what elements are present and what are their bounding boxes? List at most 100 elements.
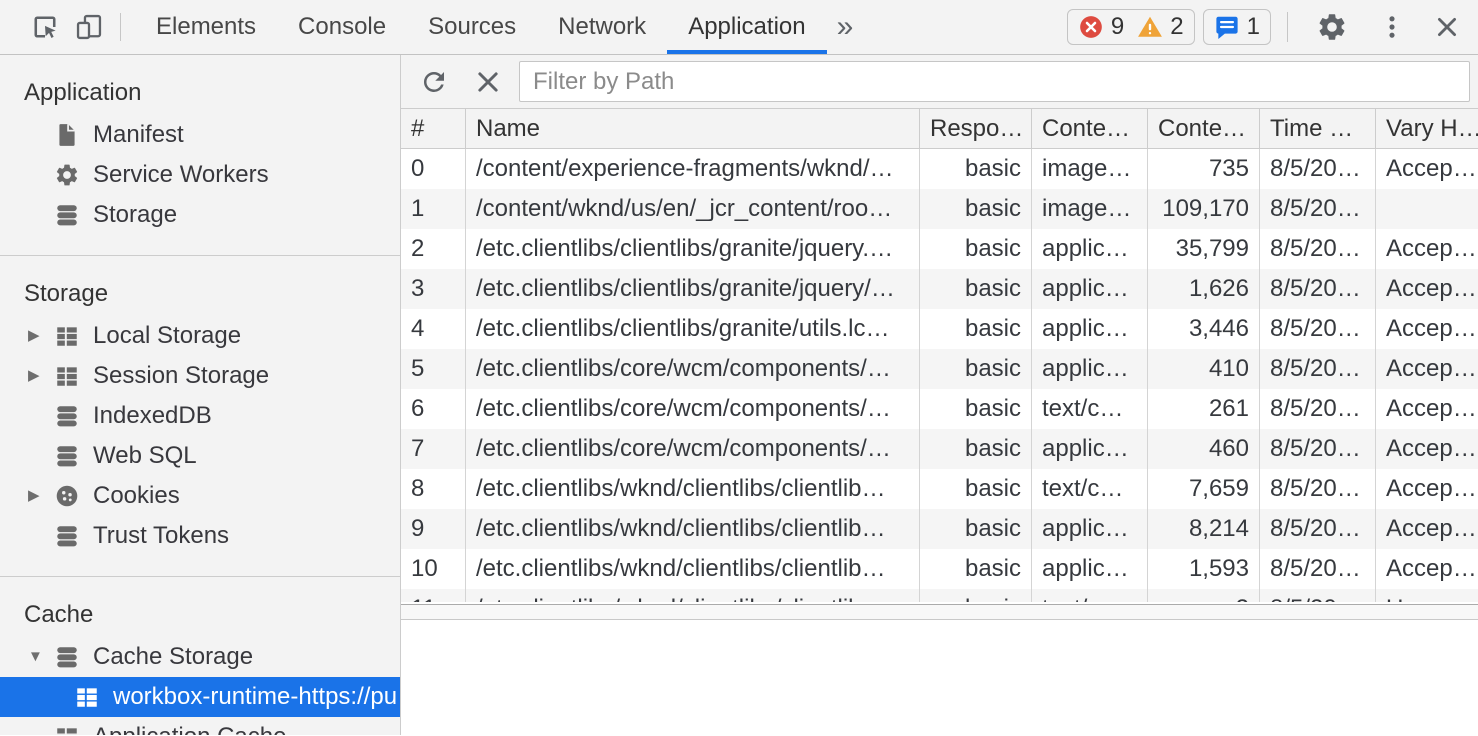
- tab-sources[interactable]: Sources: [428, 13, 517, 40]
- column-header-respo[interactable]: Respo…: [920, 109, 1032, 148]
- inspect-element-icon[interactable]: [30, 12, 60, 42]
- table-row[interactable]: 3/etc.clientlibs/clientlibs/granite/jque…: [401, 269, 1478, 309]
- section-title: Application: [24, 79, 142, 106]
- table-cell: basic: [920, 429, 1032, 469]
- column-header-time[interactable]: Time …: [1260, 109, 1376, 148]
- sidebar-item-trust-tokens[interactable]: Trust Tokens: [0, 516, 400, 556]
- table-cell: basic: [920, 469, 1032, 509]
- sidebar-item-manifest[interactable]: Manifest: [0, 115, 400, 155]
- sidebar-item-cache-storage[interactable]: ▼Cache Storage: [0, 637, 400, 677]
- section-title: Cache: [24, 601, 94, 628]
- tab-console[interactable]: Console: [298, 13, 387, 40]
- table-cell: 4: [401, 309, 466, 349]
- table-cell: image…: [1032, 189, 1148, 229]
- table-cell: basic: [920, 229, 1032, 269]
- table-cell: basic: [920, 349, 1032, 389]
- table-row[interactable]: 11/etc.clientlibs/wknd/clientlibs/client…: [401, 589, 1478, 602]
- table-cell: basic: [920, 589, 1032, 602]
- table-row[interactable]: 6/etc.clientlibs/core/wcm/components/…ba…: [401, 389, 1478, 429]
- sidebar-item-application-cache[interactable]: Application Cache: [0, 717, 400, 735]
- table-body: 0/content/experience-fragments/wknd/…bas…: [401, 149, 1478, 602]
- filter-by-path-input[interactable]: [519, 61, 1470, 102]
- issues-count: 1: [1246, 13, 1260, 40]
- more-options-icon[interactable]: [1378, 13, 1406, 41]
- table-cell: 8/5/20…: [1260, 589, 1376, 602]
- table-cell: /etc.clientlibs/clientlibs/granite/jquer…: [466, 269, 920, 309]
- table-cell: Accep…: [1386, 315, 1477, 342]
- table-cell: 3,446: [1148, 309, 1260, 349]
- sidebar-item-session-storage[interactable]: ▶Session Storage: [0, 356, 400, 396]
- table-cell: Accep…: [1386, 435, 1477, 462]
- toolbar-separator: [120, 13, 121, 41]
- issues-badge[interactable]: 1: [1202, 9, 1271, 45]
- table-cell: 8/5/20…: [1260, 189, 1376, 229]
- sidebar-item-indexeddb[interactable]: IndexedDB: [0, 396, 400, 436]
- database-icon: [54, 644, 80, 670]
- chevron-expanded-icon[interactable]: ▼: [28, 648, 43, 665]
- devtools-tabbar: Elements Console Sources Network Applica…: [0, 0, 1478, 55]
- table-row[interactable]: 0/content/experience-fragments/wknd/…bas…: [401, 149, 1478, 189]
- table-cell: /etc.clientlibs/core/wcm/components/…: [466, 389, 920, 429]
- gear-icon: [54, 162, 80, 188]
- horizontal-splitter[interactable]: [401, 604, 1478, 620]
- sidebar-item-workbox-runtime-https-pu[interactable]: workbox-runtime-https://pu: [0, 677, 400, 717]
- refresh-icon[interactable]: [419, 67, 449, 97]
- settings-gear-icon[interactable]: [1316, 11, 1348, 43]
- table-row[interactable]: 9/etc.clientlibs/wknd/clientlibs/clientl…: [401, 509, 1478, 549]
- table-row[interactable]: 2/etc.clientlibs/clientlibs/granite/jque…: [401, 229, 1478, 269]
- more-tabs-button[interactable]: »: [836, 10, 854, 43]
- tab-network[interactable]: Network: [558, 13, 647, 40]
- table-cell: 8/5/20…: [1260, 349, 1376, 389]
- database-icon: [54, 523, 80, 549]
- column-header-conte[interactable]: Conte…: [1148, 109, 1260, 148]
- table-cell: text/c…: [1032, 469, 1148, 509]
- device-toolbar-icon[interactable]: [74, 12, 104, 42]
- table-row[interactable]: 8/etc.clientlibs/wknd/clientlibs/clientl…: [401, 469, 1478, 509]
- table-cell: 1,626: [1148, 269, 1260, 309]
- table-cell: Accep…: [1386, 515, 1477, 542]
- clear-icon[interactable]: [473, 67, 503, 97]
- column-header-vary-h[interactable]: Vary H…: [1386, 114, 1478, 142]
- sidebar-item-service-workers[interactable]: Service Workers: [0, 155, 400, 195]
- column-header-index[interactable]: #: [401, 109, 466, 148]
- table-row[interactable]: 7/etc.clientlibs/core/wcm/components/…ba…: [401, 429, 1478, 469]
- sidebar-item-cookies[interactable]: ▶Cookies: [0, 476, 400, 516]
- table-cell: /etc.clientlibs/wknd/clientlibs/clientli…: [466, 549, 920, 589]
- table-cell: text/c…: [1032, 389, 1148, 429]
- table-row[interactable]: 4/etc.clientlibs/clientlibs/granite/util…: [401, 309, 1478, 349]
- sidebar-item-web-sql[interactable]: Web SQL: [0, 436, 400, 476]
- tab-application[interactable]: Application: [667, 0, 827, 54]
- table-row[interactable]: 1/content/wknd/us/en/_jcr_content/roo…ba…: [401, 189, 1478, 229]
- table-cell: 8/5/20…: [1260, 269, 1376, 309]
- table-icon: [54, 323, 80, 349]
- cache-toolbar: [401, 55, 1478, 109]
- column-header-conte[interactable]: Conte…: [1032, 109, 1148, 148]
- close-devtools-icon[interactable]: [1434, 14, 1460, 40]
- table-row[interactable]: 5/etc.clientlibs/core/wcm/components/…ba…: [401, 349, 1478, 389]
- table-cell: Accep…: [1386, 275, 1477, 302]
- table-cell: applic…: [1032, 509, 1148, 549]
- table-row[interactable]: 10/etc.clientlibs/wknd/clientlibs/client…: [401, 549, 1478, 589]
- tab-elements[interactable]: Elements: [156, 13, 257, 40]
- chevron-collapsed-icon[interactable]: ▶: [28, 487, 40, 504]
- table-cell: 1: [401, 189, 466, 229]
- chevron-collapsed-icon[interactable]: ▶: [28, 367, 40, 384]
- table-cell: 109,170: [1148, 189, 1260, 229]
- table-cell: 735: [1148, 149, 1260, 189]
- table-cell: 3: [401, 269, 466, 309]
- table-cell: /etc.clientlibs/clientlibs/granite/jquer…: [466, 229, 920, 269]
- table-cell: 8/5/20…: [1260, 229, 1376, 269]
- column-header-name[interactable]: Name: [466, 109, 920, 148]
- database-icon: [54, 443, 80, 469]
- sidebar-item-local-storage[interactable]: ▶Local Storage: [0, 316, 400, 356]
- table-cell: applic…: [1032, 269, 1148, 309]
- table-cell: Accep…: [1386, 475, 1477, 502]
- table-cell: 7,659: [1148, 469, 1260, 509]
- table-cell: applic…: [1032, 309, 1148, 349]
- table-cell: applic…: [1032, 349, 1148, 389]
- console-errors-warnings-badge[interactable]: 9 2: [1066, 9, 1195, 45]
- sidebar-item-storage[interactable]: Storage: [0, 195, 400, 235]
- chevron-collapsed-icon[interactable]: ▶: [28, 327, 40, 344]
- table-cell: 35,799: [1148, 229, 1260, 269]
